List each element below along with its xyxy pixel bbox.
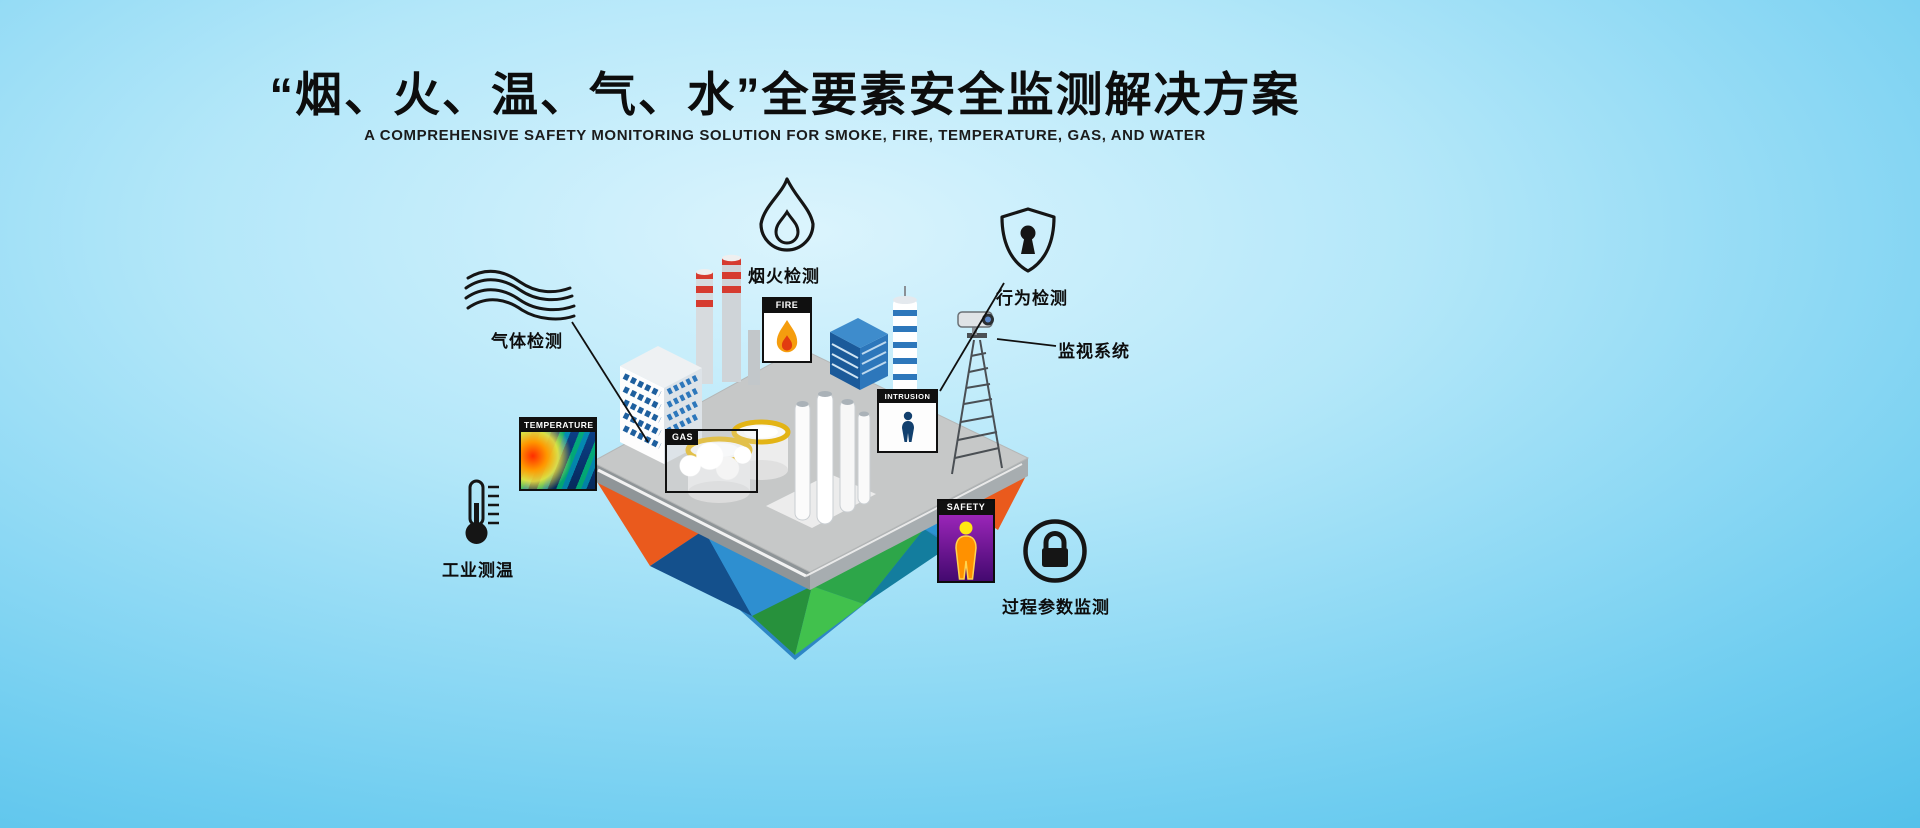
intrusion-photo-box: INTRUSION <box>877 389 938 453</box>
page-title: “烟、火、温、气、水”全要素安全监测解决方案 <box>269 68 1301 121</box>
intrusion-tag: INTRUSION <box>879 391 936 404</box>
gas-photo-box: GAS <box>665 429 758 493</box>
lattice-tower <box>951 339 1003 475</box>
callout-label-gas: 气体检测 <box>491 332 563 351</box>
cctv-camera <box>957 311 994 338</box>
thermometer-icon <box>454 477 506 552</box>
callout-label-process: 过程参数监测 <box>1002 598 1110 617</box>
callout-label-behavior: 行为检测 <box>996 289 1068 308</box>
temperature-photo-box: TEMPERATURE <box>519 417 597 491</box>
thermal-image <box>521 432 595 489</box>
shield-keyhole-icon <box>996 206 1060 279</box>
blue-rack-building <box>830 318 888 390</box>
flame-icon <box>752 176 822 267</box>
callout-label-surveillance: 监视系统 <box>1058 342 1130 361</box>
fire-tag: FIRE <box>764 299 810 313</box>
fire-image <box>764 313 810 361</box>
fire-photo-box: FIRE <box>762 297 812 363</box>
gas-tag: GAS <box>667 431 699 445</box>
safety-tag: SAFETY <box>939 501 993 515</box>
callout-label-temperature: 工业测温 <box>442 561 514 580</box>
striped-tower <box>893 286 917 400</box>
callout-label-smoke-fire: 烟火检测 <box>748 267 820 286</box>
person-icon <box>901 411 914 443</box>
safety-photo-box: SAFETY <box>937 499 995 583</box>
page-subtitle: A COMPREHENSIVE SAFETY MONITORING SOLUTI… <box>364 127 1206 144</box>
temperature-tag: TEMPERATURE <box>521 419 595 433</box>
thermal-person-icon <box>955 521 977 580</box>
gas-waves-icon <box>462 264 578 331</box>
process-columns <box>766 391 876 528</box>
flame-photo-icon <box>776 319 798 353</box>
thermal-person-image <box>939 514 993 581</box>
intrusion-image <box>879 403 936 451</box>
lock-icon <box>1021 517 1089 590</box>
